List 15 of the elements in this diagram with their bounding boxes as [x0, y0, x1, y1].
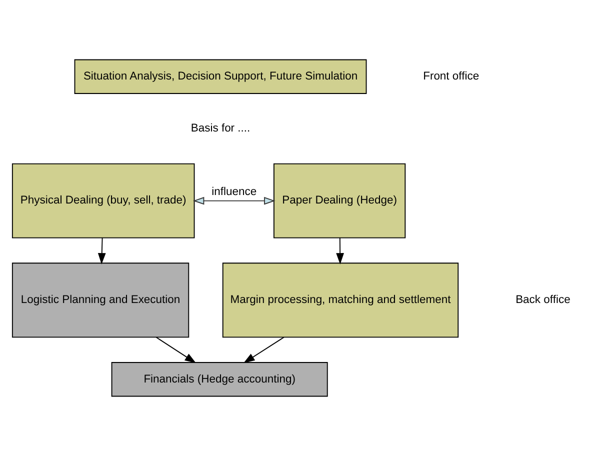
node-box: Logistic Planning and Execution — [12, 262, 190, 338]
node-box: Physical Dealing (buy, sell, trade) — [12, 162, 195, 238]
arrow — [244, 336, 284, 363]
node-box: Margin processing, matching and settlement — [222, 262, 459, 338]
label: Front office — [423, 70, 480, 82]
label: Basis for .... — [190, 122, 250, 134]
arrow — [336, 237, 344, 264]
arrow — [156, 336, 196, 363]
node-box: Financials (Hedge accounting) — [111, 362, 328, 396]
node-box: Paper Dealing (Hedge) — [273, 162, 406, 238]
arrow — [98, 237, 106, 264]
label: Back office — [516, 294, 570, 306]
edge-label: influence — [212, 185, 257, 198]
arrow — [192, 196, 276, 204]
node-box: Situation Analysis, Decision Support, Future Simulation — [74, 58, 367, 94]
